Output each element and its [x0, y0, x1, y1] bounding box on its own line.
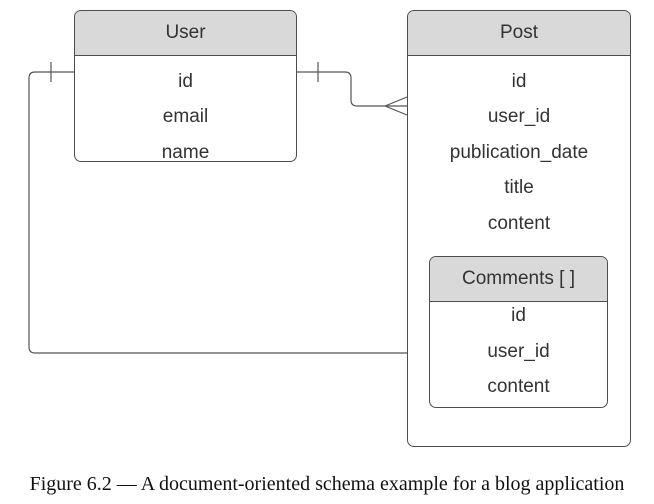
comments-entity: Comments [ ] id user_id content	[429, 256, 608, 408]
user-post-relationship	[297, 62, 408, 116]
user-field-email: email	[162, 106, 209, 127]
crows-foot-lower	[384, 105, 408, 116]
comments-field-id: id	[511, 305, 526, 326]
comments-entity-title: Comments [ ]	[430, 257, 607, 302]
user-field-name: name	[161, 142, 210, 162]
post-entity-title: Post	[408, 11, 630, 56]
post-field-content: content	[487, 213, 551, 234]
comments-field-content: content	[487, 376, 550, 397]
post-field-id: id	[511, 71, 527, 92]
user-field-id: id	[178, 71, 193, 92]
crows-foot-upper	[384, 96, 408, 107]
comments-field-user-id: user_id	[487, 341, 550, 362]
user-entity: User id email name	[74, 10, 297, 162]
post-field-user-id: user_id	[487, 106, 551, 127]
user-entity-title: User	[75, 11, 296, 56]
figure-caption: Figure 6.2 — A document-oriented schema …	[29, 473, 625, 495]
post-field-publication-date: publication_date	[449, 142, 589, 163]
post-field-title: title	[504, 177, 534, 198]
